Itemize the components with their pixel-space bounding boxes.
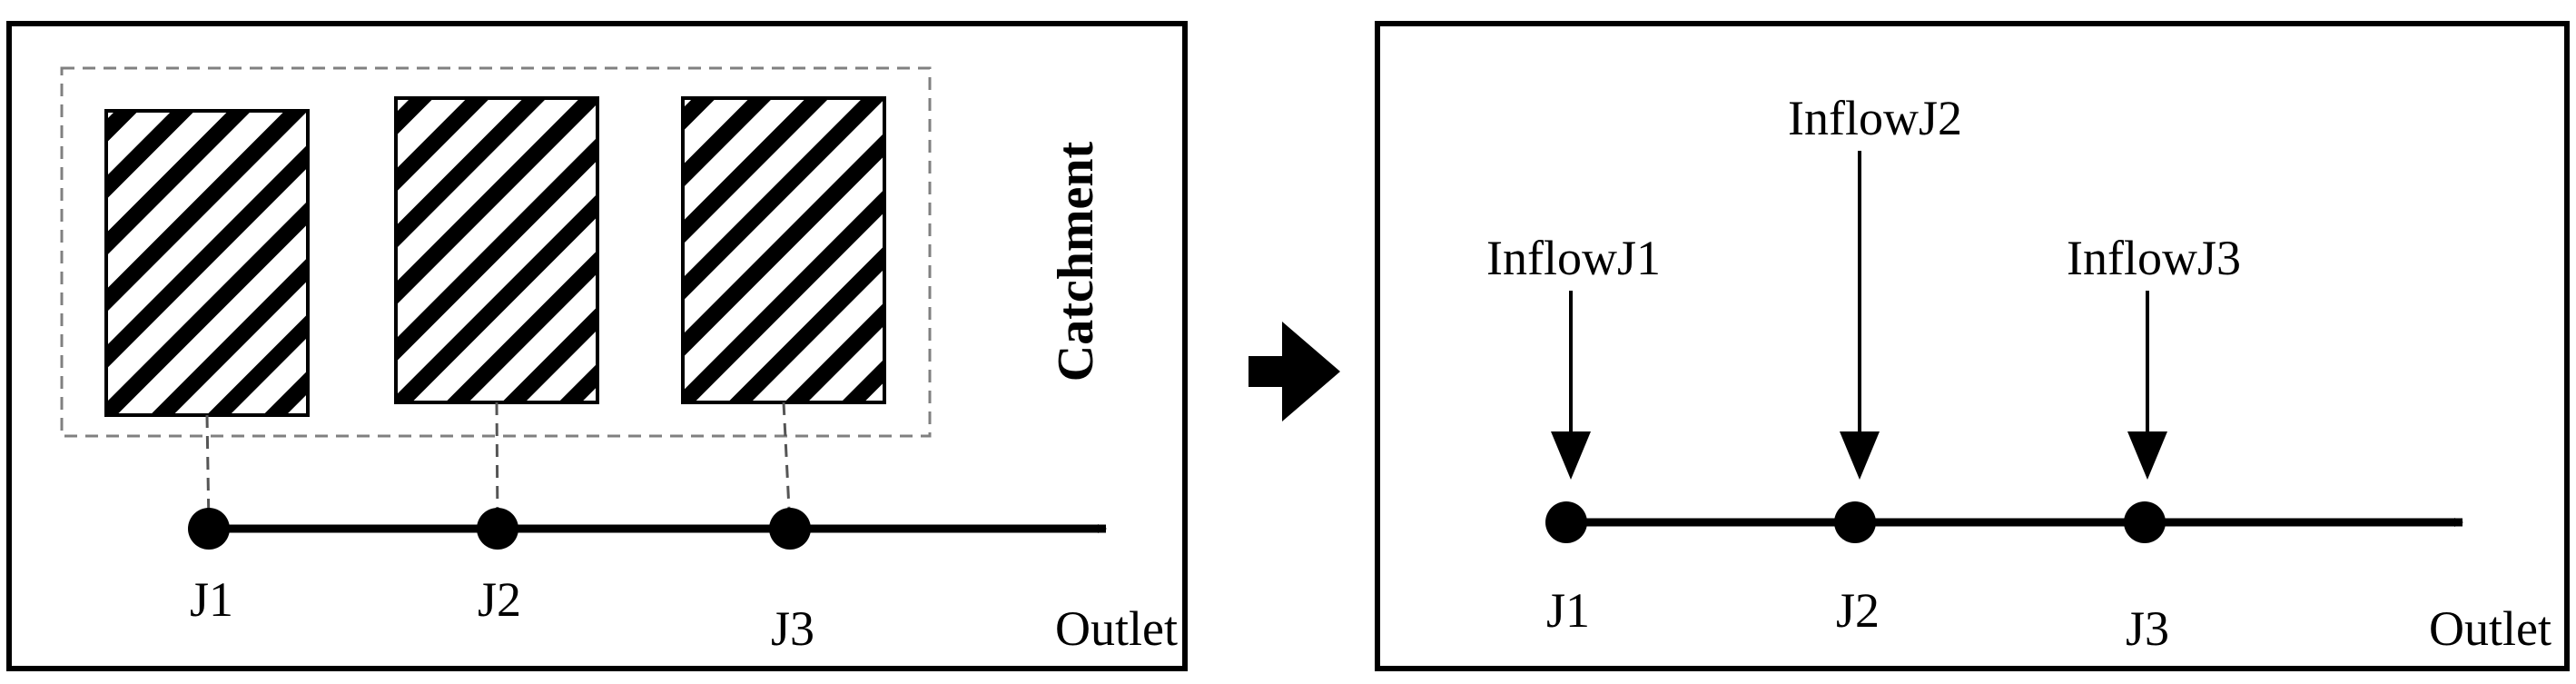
subcatchment-3 [681, 96, 886, 404]
left-junction-node-2 [477, 508, 518, 550]
catchment-label: Catchment [1048, 141, 1104, 382]
right-outlet-label: Outlet [2429, 601, 2551, 656]
left-junction-label-2: J2 [478, 572, 521, 627]
right-junction-label-3: J3 [2126, 601, 2169, 656]
right-block-arrow-icon [1249, 322, 1340, 421]
left-panel: Catchment J1 J2 J3 Outlet [6, 21, 1188, 671]
inflow-label-3: InflowJ3 [2067, 231, 2241, 285]
right-panel: InflowJ1 InflowJ2 InflowJ3 J1 J2 J3 Outl… [1375, 21, 2570, 671]
left-junction-label-1: J1 [190, 572, 233, 627]
right-junction-label-2: J2 [1836, 583, 1880, 638]
right-junction-label-1: J1 [1546, 583, 1590, 638]
inflow-label-2: InflowJ2 [1788, 91, 1962, 145]
right-junction-node-2 [1834, 501, 1876, 543]
inflow-label-1: InflowJ1 [1486, 231, 1661, 285]
left-junction-node-1 [188, 508, 230, 550]
right-junction-node-3 [2124, 501, 2166, 543]
left-junction-label-3: J3 [771, 601, 814, 656]
catchment-boundary [60, 66, 932, 438]
inflow-arrowhead-3 [2127, 431, 2167, 480]
subcatchment-2 [394, 96, 599, 404]
right-panel-frame [1375, 21, 2570, 671]
inflow-arrowhead-2 [1840, 431, 1880, 480]
subcatchment-1 [104, 109, 310, 417]
right-junction-node-1 [1545, 501, 1587, 543]
left-junction-node-3 [769, 508, 811, 550]
left-outlet-label: Outlet [1055, 601, 1178, 656]
inflow-arrowhead-1 [1551, 431, 1591, 480]
